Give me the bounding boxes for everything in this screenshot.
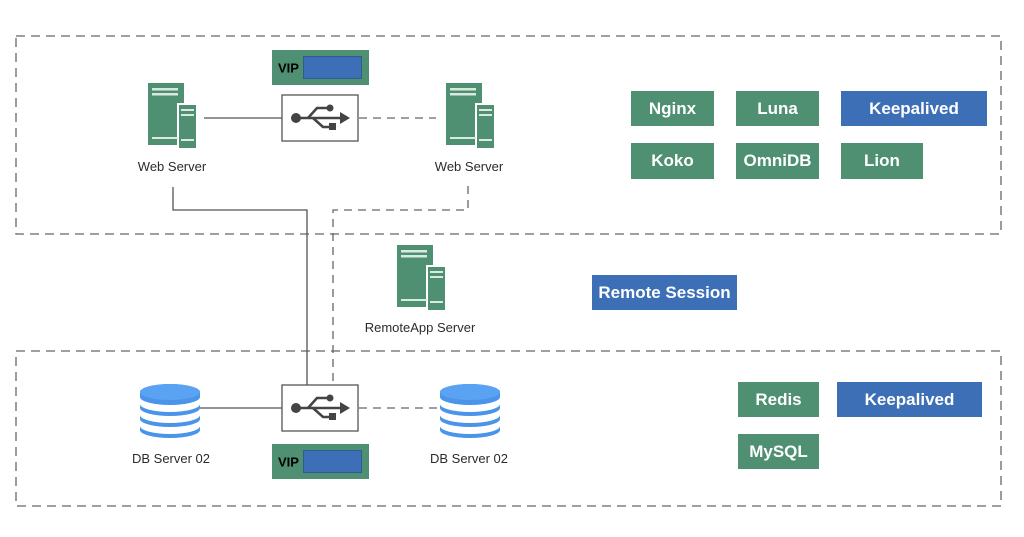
connector-webserver-left-to-db-switch: [172, 187, 308, 385]
service-tag-omnidb: OmniDB: [736, 143, 819, 179]
service-tag-lion: Lion: [841, 143, 923, 179]
vip-address-field-top: [303, 56, 362, 79]
web-server-left-label: Web Server: [137, 159, 207, 174]
bottom-zone-boundary: [15, 350, 1002, 507]
service-tag-keepalived-bottom: Keepalived: [837, 382, 982, 417]
web-server-right-icon: [445, 82, 496, 150]
service-tag-redis: Redis: [738, 382, 819, 417]
remoteapp-server-label: RemoteApp Server: [364, 320, 476, 335]
usb-switch-bottom-icon: [280, 383, 360, 433]
service-tag-mysql: MySQL: [738, 434, 819, 469]
web-server-right-label: Web Server: [434, 159, 504, 174]
vip-address-field-bottom: [303, 450, 362, 473]
connector-webserver-right-to-db-switch: [332, 186, 469, 385]
remoteapp-server-icon: [396, 244, 447, 312]
service-tag-remote-session: Remote Session: [592, 275, 737, 310]
vip-badge-bottom: VIP: [272, 444, 369, 479]
service-tag-keepalived-top: Keepalived: [841, 91, 987, 126]
db-server-left-label: DB Server 02: [131, 451, 211, 466]
service-tag-luna: Luna: [736, 91, 819, 126]
db-server-right-label: DB Server 02: [429, 451, 509, 466]
usb-switch-top-icon: [280, 93, 360, 143]
vip-badge-top: VIP: [272, 50, 369, 85]
top-zone-boundary: [15, 35, 1002, 235]
vip-label-bottom: VIP: [278, 454, 299, 469]
service-tag-nginx: Nginx: [631, 91, 714, 126]
db-server-left-icon: [140, 384, 200, 438]
db-server-right-icon: [440, 384, 500, 438]
service-tag-koko: Koko: [631, 143, 714, 179]
web-server-left-icon: [147, 82, 198, 150]
vip-label-top: VIP: [278, 60, 299, 75]
